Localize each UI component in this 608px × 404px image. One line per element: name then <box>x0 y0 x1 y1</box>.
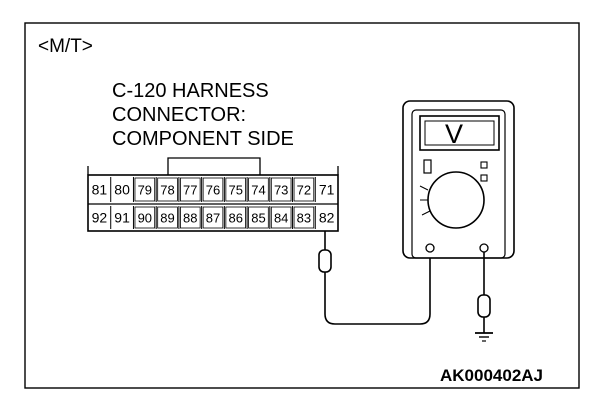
pin-cavity <box>134 206 156 229</box>
pin-top-78: 78 <box>160 183 174 198</box>
voltmeter-function-switch <box>423 159 432 174</box>
pin-top-75: 75 <box>228 183 242 198</box>
test-probe-lead <box>318 231 431 325</box>
pin-cavity <box>248 177 269 202</box>
ground-lead <box>475 252 493 342</box>
pin-bottom-85: 85 <box>251 211 265 226</box>
figure-id: AK000402AJ <box>440 366 543 385</box>
pin-bottom-82: 82 <box>319 210 335 226</box>
voltmeter-display-symbol: V <box>445 119 463 149</box>
pin-cavity <box>293 177 315 202</box>
pin-bottom-83: 83 <box>297 211 311 226</box>
pin-top-81: 81 <box>92 182 108 198</box>
voltmeter-indicator-2 <box>480 174 488 182</box>
pin-bottom-84: 84 <box>274 211 288 226</box>
harness-connector-c-120 <box>87 157 339 232</box>
pin-bottom-90: 90 <box>138 211 152 226</box>
pin-top-76: 76 <box>206 183 220 198</box>
pin-top-80: 80 <box>114 182 130 198</box>
pin-cavity <box>225 177 246 202</box>
probe-tip-connector <box>318 249 332 273</box>
pin-cavity <box>270 177 292 202</box>
connector-pin-grid: 81 80 79 78 77 76 75 74 73 72 71 92 91 90 89 88 87 86 85 84… <box>92 177 335 229</box>
pin-bottom-86: 86 <box>228 211 242 226</box>
pin-top-74: 74 <box>251 183 265 198</box>
pin-top-79: 79 <box>138 183 152 198</box>
pin-bottom-91: 91 <box>114 210 130 226</box>
pin-bottom-92: 92 <box>92 210 108 226</box>
pin-bottom-87: 87 <box>206 211 220 226</box>
pin-top-73: 73 <box>274 183 288 198</box>
pin-top-77: 77 <box>183 183 197 198</box>
pin-cavity <box>157 177 178 202</box>
diagram-frame <box>24 22 580 389</box>
pin-top-72: 72 <box>297 183 311 198</box>
connector-title-line-2: CONNECTOR: <box>112 104 246 126</box>
pin-cavity <box>134 177 156 202</box>
voltmeter-display <box>419 115 500 151</box>
pin-cavity <box>180 177 201 202</box>
pin-top-71: 71 <box>319 182 335 198</box>
connector-title: C-120 HARNESS CONNECTOR: COMPONENT SIDE <box>112 80 294 150</box>
voltmeter: V <box>402 100 515 259</box>
pin-bottom-89: 89 <box>160 211 174 226</box>
voltmeter-body-inner <box>411 109 506 259</box>
voltmeter-positive-jack <box>425 243 435 253</box>
transmission-type-label: <M/T> <box>38 36 93 57</box>
pin-cavity <box>225 206 246 229</box>
pin-bottom-88: 88 <box>183 211 197 226</box>
pin-cavity <box>248 206 269 229</box>
pin-cavity <box>202 177 224 202</box>
connector-title-line-3: COMPONENT SIDE <box>112 128 294 150</box>
pin-cavity <box>202 206 224 229</box>
pin-cavity <box>270 206 292 229</box>
ground-probe-clip <box>477 294 491 318</box>
pin-cavity <box>180 206 201 229</box>
connector-title-line-1: C-120 HARNESS <box>112 80 269 102</box>
pin-cavity <box>157 206 178 229</box>
voltmeter-indicator-1 <box>480 161 488 169</box>
connector-latch <box>167 157 261 175</box>
pin-cavity <box>293 206 315 229</box>
connector-housing <box>87 174 339 232</box>
